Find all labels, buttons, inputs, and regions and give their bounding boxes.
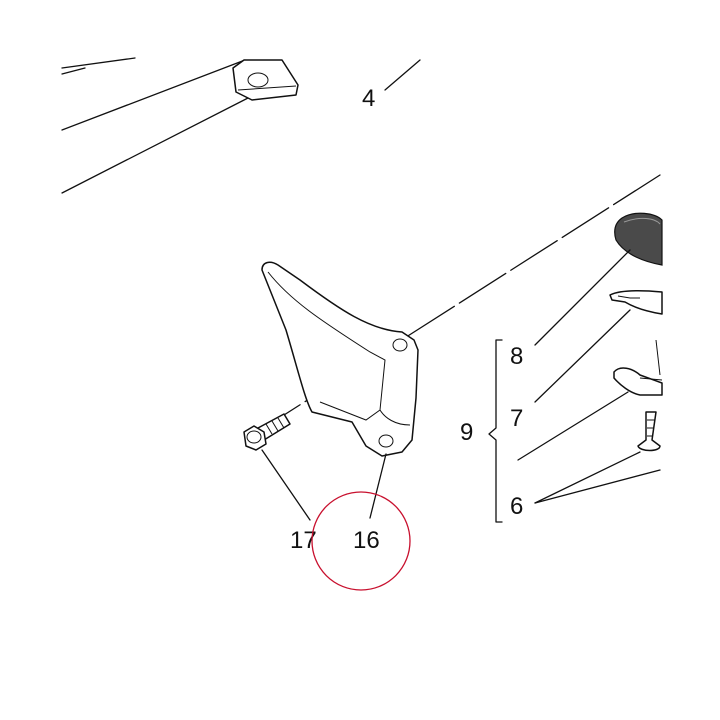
leader-line-17 bbox=[261, 449, 311, 521]
leader-line-4 bbox=[384, 59, 421, 91]
leader-line-6a bbox=[534, 451, 641, 504]
leader-line-7 bbox=[534, 309, 631, 403]
leader-line-8 bbox=[534, 249, 631, 346]
highlight-circle bbox=[311, 491, 411, 591]
lamp-housing bbox=[613, 339, 663, 396]
part-4-mounting-tab bbox=[232, 59, 299, 101]
part-8-lens bbox=[614, 212, 663, 266]
part-16-bracket bbox=[261, 261, 419, 457]
callout-16: 16 bbox=[353, 527, 380, 554]
callout-7: 7 bbox=[510, 405, 523, 432]
group-9-brace bbox=[488, 339, 503, 523]
leader-line-6b bbox=[534, 469, 661, 504]
callout-9: 9 bbox=[460, 419, 473, 446]
callout-8: 8 bbox=[510, 343, 523, 370]
part-6-screw bbox=[637, 411, 661, 452]
body-panel-outline bbox=[61, 57, 249, 194]
leader-line-16 bbox=[369, 453, 387, 519]
part-7-gasket bbox=[609, 290, 663, 315]
leader-line-housing bbox=[517, 391, 629, 461]
callout-6: 6 bbox=[510, 493, 523, 520]
callout-4: 4 bbox=[362, 85, 375, 112]
part-17-bolt bbox=[243, 413, 291, 451]
